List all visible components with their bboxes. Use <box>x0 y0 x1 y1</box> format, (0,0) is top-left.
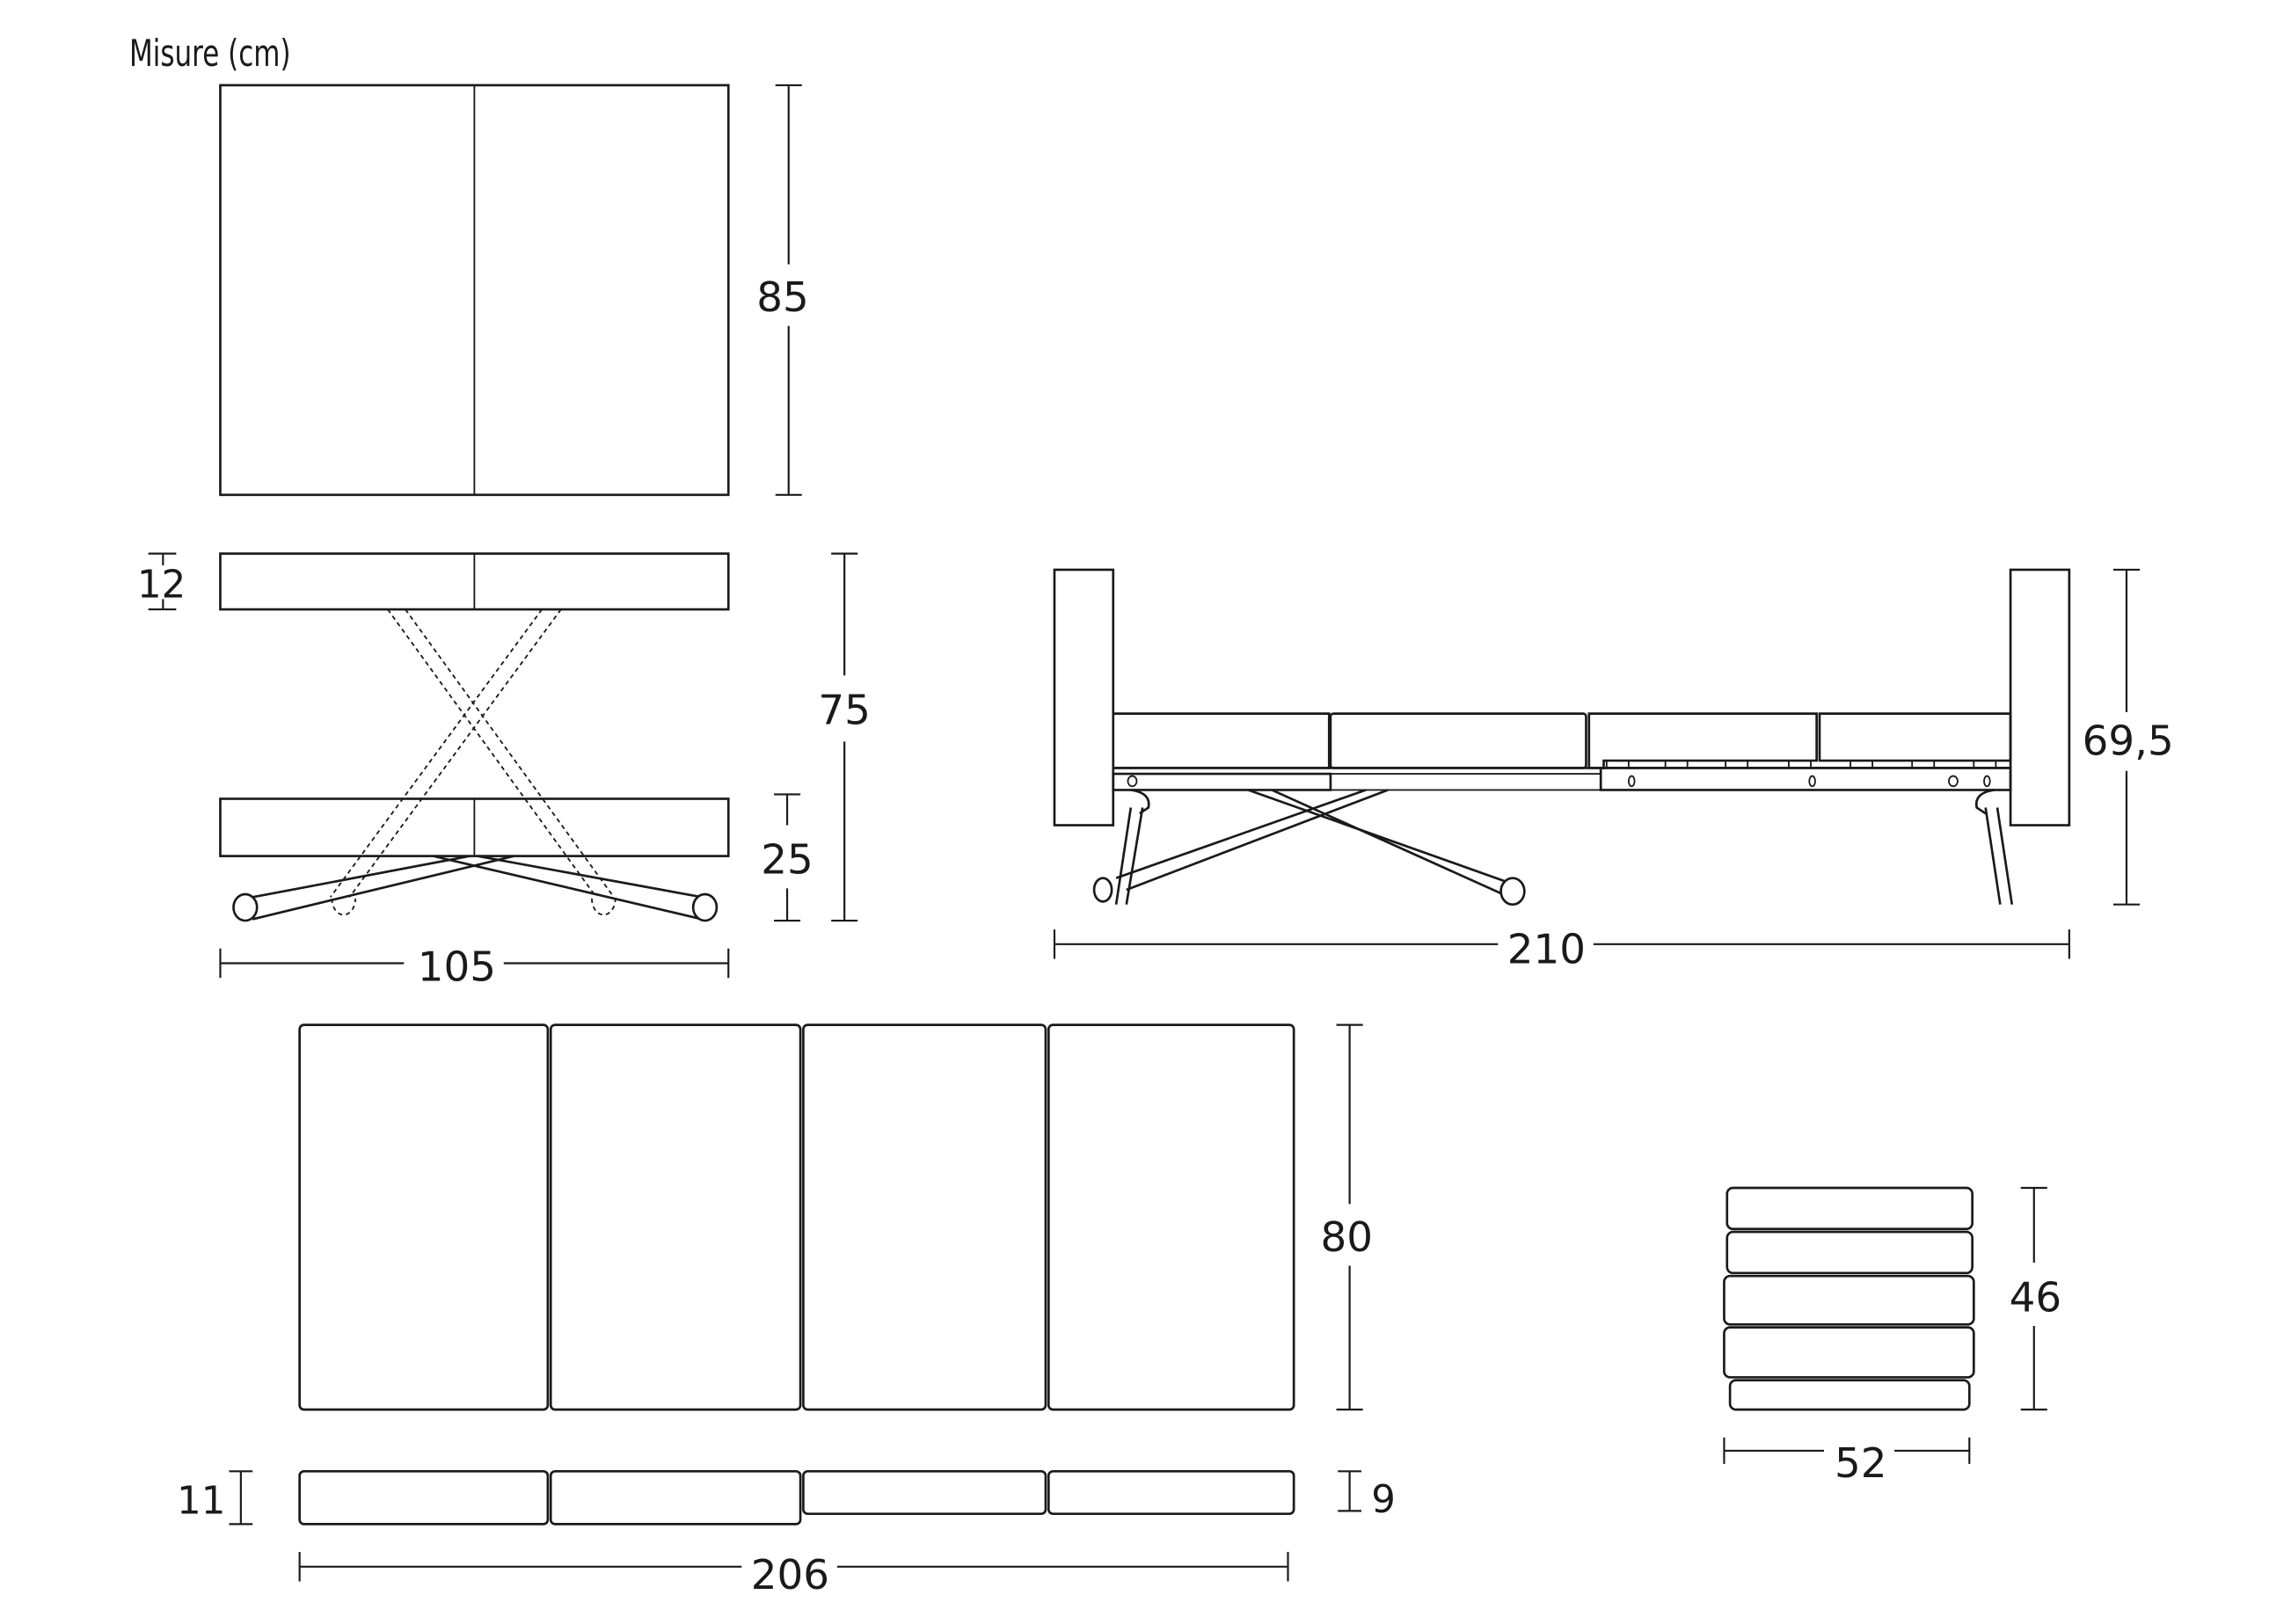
dimension-11: 11 <box>177 1470 253 1526</box>
label-206: 206 <box>751 1552 829 1599</box>
dimension-9: 9 <box>1338 1470 1396 1522</box>
dimension-25: 25 <box>761 793 814 922</box>
label-69-5: 69,5 <box>2083 717 2174 765</box>
dimension-210: 210 <box>1053 927 2070 974</box>
dimension-69-5: 69,5 <box>2083 568 2174 906</box>
right-armrest <box>2009 568 2071 827</box>
mattress-side-view: 11 9 206 <box>177 1469 1396 1599</box>
dimension-85: 85 <box>756 84 809 496</box>
dimension-206: 206 <box>298 1552 1289 1599</box>
dimension-46: 46 <box>2010 1186 2062 1411</box>
label-46: 46 <box>2010 1274 2062 1322</box>
dimension-12: 12 <box>137 552 186 611</box>
label-12: 12 <box>137 564 186 608</box>
dimension-75: 75 <box>818 552 871 922</box>
drawing-title: Misure (cm) <box>129 32 291 75</box>
label-9: 9 <box>1371 1478 1396 1522</box>
pouf-stack-view: 46 52 <box>1723 1186 2062 1488</box>
label-80: 80 <box>1321 1214 1374 1262</box>
dimension-52: 52 <box>1723 1437 1971 1488</box>
dimension-80: 80 <box>1321 1023 1374 1411</box>
sofa-side-view: 69,5 210 <box>1053 568 2174 974</box>
label-25: 25 <box>761 837 813 885</box>
dashed-scissor-legs <box>329 608 617 916</box>
label-75: 75 <box>818 687 870 734</box>
label-11: 11 <box>177 1480 225 1524</box>
label-52: 52 <box>1835 1440 1887 1488</box>
label-105: 105 <box>418 944 496 992</box>
label-85: 85 <box>756 274 809 322</box>
left-armrest <box>1053 568 1115 827</box>
table-elevation-view: 12 75 25 105 <box>137 552 871 992</box>
label-210: 210 <box>1507 927 1586 974</box>
dimension-105: 105 <box>219 944 730 992</box>
table-top-plan-view: 85 <box>219 84 809 497</box>
mattress-plan-view: 80 <box>298 1023 1374 1411</box>
solid-scissor-legs <box>232 855 719 922</box>
bed-slats <box>1605 760 1997 769</box>
